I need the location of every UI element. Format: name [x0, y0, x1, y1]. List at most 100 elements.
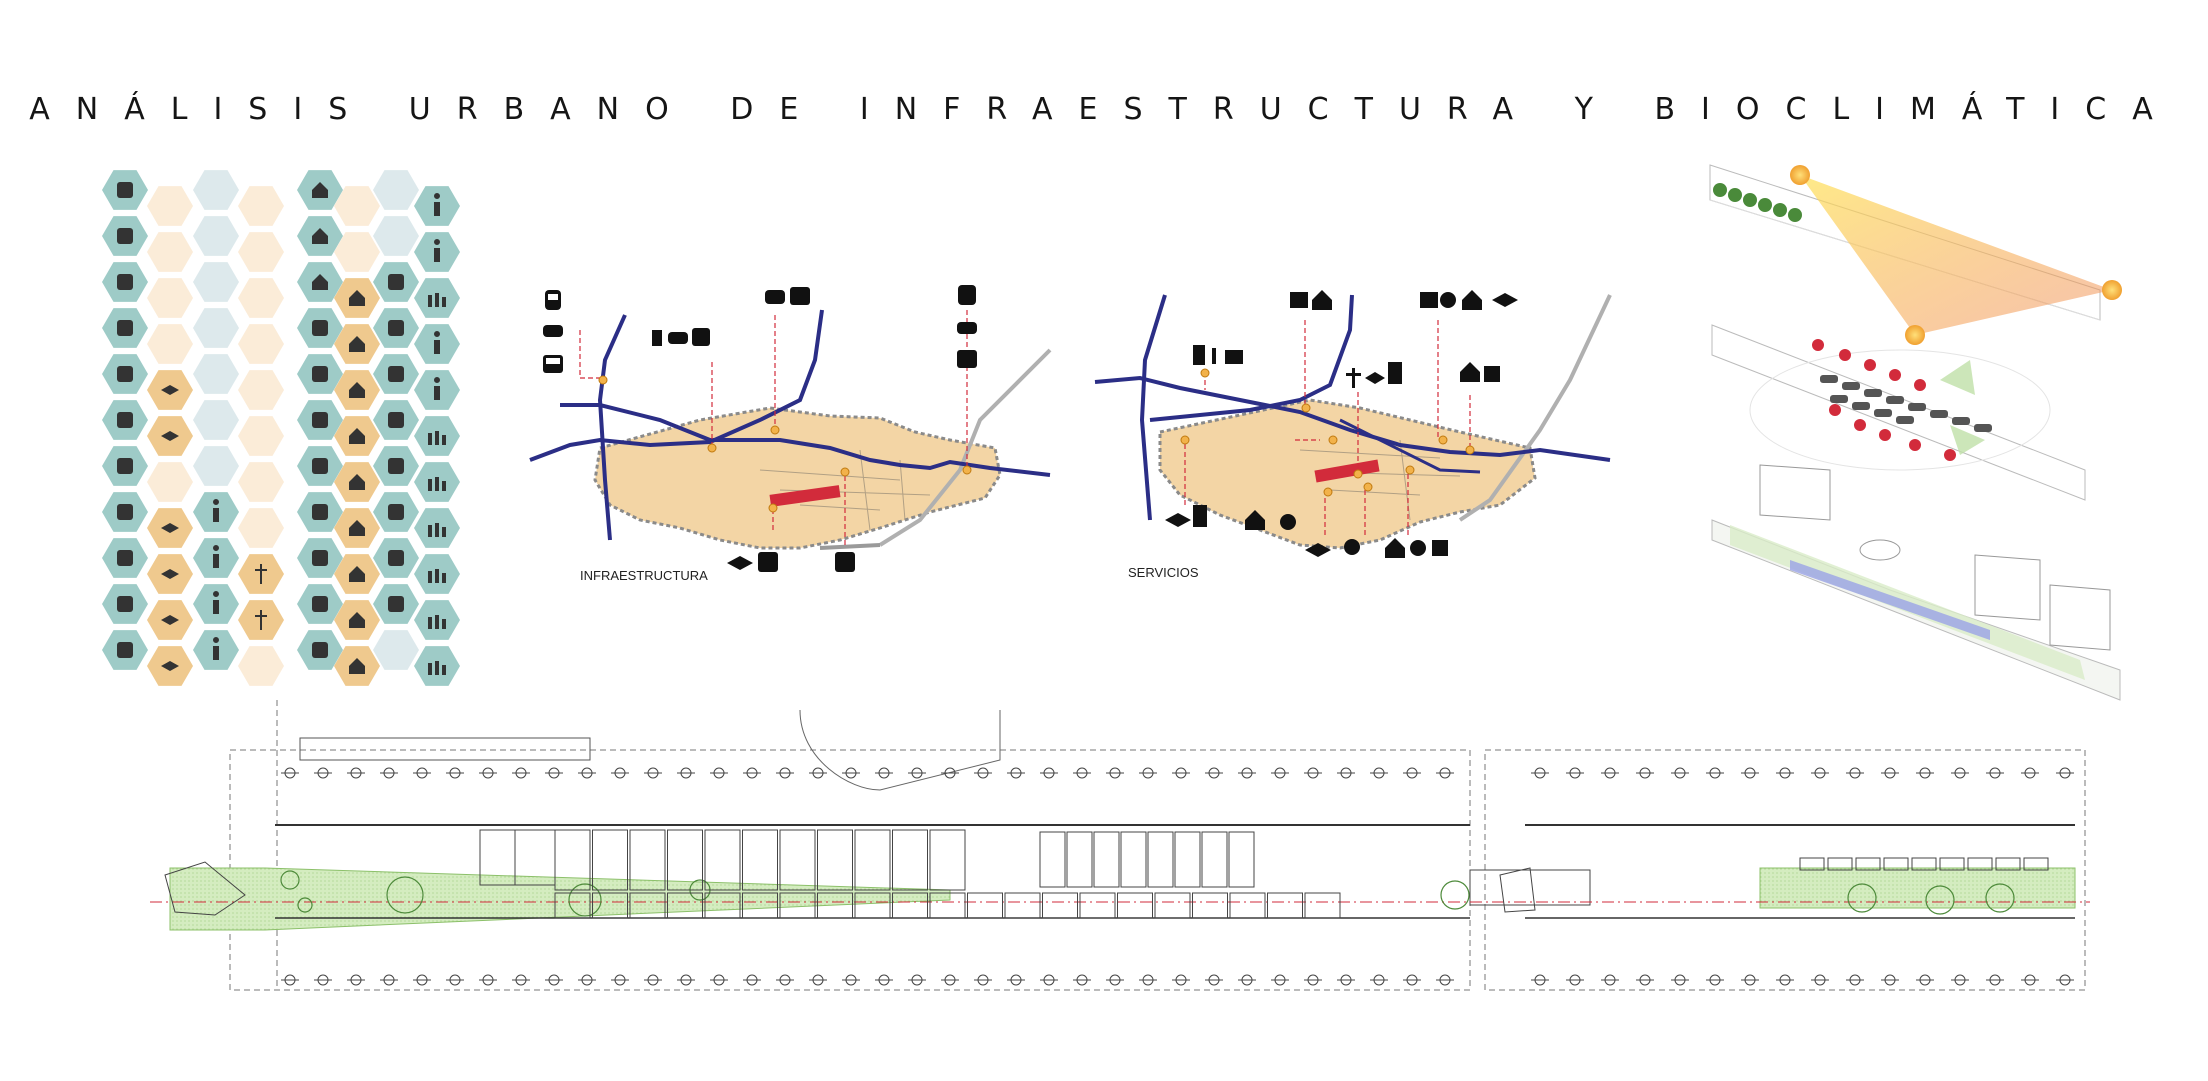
building-icon [312, 458, 328, 474]
hex-cell [238, 646, 284, 686]
shop-icon [388, 274, 404, 290]
shop-icon [388, 412, 404, 428]
house-icon [349, 658, 365, 674]
hex-cell [193, 262, 239, 302]
bus-icon [835, 552, 855, 572]
shop-icon [1290, 292, 1308, 308]
hex-cell [238, 416, 284, 456]
bioclimatic-axonometric [1709, 164, 2122, 701]
hex-cell [238, 508, 284, 548]
car-icon [765, 290, 785, 304]
dining-icon [1280, 514, 1296, 530]
hex-cell [373, 170, 419, 210]
dining-icon [1344, 539, 1360, 555]
bus-icon [117, 504, 133, 520]
house-icon [312, 182, 328, 198]
golfer-icon [213, 499, 219, 522]
person-icon [434, 377, 440, 400]
site-plan [150, 700, 2090, 991]
green-area [1759, 867, 2076, 909]
house-icon [349, 566, 365, 582]
graduation-cap-icon [161, 615, 179, 625]
study-area-polygon [593, 406, 1002, 550]
shop-icon [1420, 292, 1438, 308]
shop-icon [388, 550, 404, 566]
fuel-icon [117, 366, 133, 382]
dining-icon [1440, 292, 1456, 308]
house-icon [1460, 362, 1480, 382]
shop-icon [1432, 540, 1448, 556]
hex-cell [193, 446, 239, 486]
site-label-tag [769, 485, 841, 507]
bus-icon [117, 228, 133, 244]
house-icon [1462, 290, 1482, 310]
graduation-cap-icon [1305, 543, 1331, 557]
platform-strip [1790, 560, 1990, 640]
house-icon [349, 474, 365, 490]
graduation-cap-icon [161, 661, 179, 671]
train-icon [958, 285, 976, 305]
hex-cell [193, 354, 239, 394]
building-icon [312, 596, 328, 612]
plan-trees [280, 870, 2015, 917]
golfer-icon [213, 637, 219, 660]
bus-icon [117, 412, 133, 428]
car-icon [117, 320, 133, 336]
graduation-cap-icon [161, 569, 179, 579]
house-icon [349, 428, 365, 444]
hex-cell [238, 462, 284, 502]
shop-icon [1225, 350, 1243, 364]
hex-cell [334, 186, 380, 226]
shop-icon [388, 596, 404, 612]
tree-row [1713, 183, 1802, 222]
station-blocks [1820, 375, 1992, 432]
graduation-cap-icon [161, 431, 179, 441]
hex-cell [238, 370, 284, 410]
shop-icon [388, 458, 404, 474]
infrastructure-caption: INFRAESTRUCTURA [580, 568, 708, 583]
bus-icon [957, 350, 977, 368]
graduation-cap-icon [1165, 513, 1191, 527]
bus-icon [117, 458, 133, 474]
services-caption: SERVICIOS [1128, 565, 1199, 580]
hex-cell [193, 308, 239, 348]
fuel-icon [652, 330, 662, 346]
hex-cell [147, 278, 193, 318]
graduation-cap-icon [161, 385, 179, 395]
hex-cell [147, 462, 193, 502]
sun-path-fan [1800, 175, 2112, 335]
house-icon [312, 274, 328, 290]
building-icon [312, 550, 328, 566]
house-icon [312, 228, 328, 244]
wind-rose [1940, 360, 1985, 455]
site-label-tag [1314, 459, 1380, 483]
building-icon [312, 366, 328, 382]
main-road [1139, 294, 1167, 521]
car-icon [668, 332, 688, 344]
building-icon [1193, 345, 1205, 365]
bus-icon [117, 642, 133, 658]
main-road [1094, 375, 1611, 462]
building-icon [1388, 362, 1402, 384]
house-icon [349, 520, 365, 536]
cross-icon [1346, 368, 1361, 388]
car-icon [543, 325, 563, 337]
page-title: ANÁLISIS URBANO DE INFRAESTRUCTURA Y BIO… [29, 92, 2179, 127]
bus-icon [117, 274, 133, 290]
bus-icon [692, 328, 710, 346]
golfer-icon [1212, 348, 1216, 364]
car-icon [117, 550, 133, 566]
family-icon [428, 569, 446, 583]
hex-cell [193, 170, 239, 210]
shop-icon [388, 366, 404, 382]
golfer-icon [213, 545, 219, 568]
hex-cell [193, 216, 239, 256]
bus-icon [543, 355, 563, 373]
graduation-cap-icon [1365, 372, 1385, 384]
family-icon [428, 661, 446, 675]
house-icon [349, 382, 365, 398]
hex-cell [334, 232, 380, 272]
main-road [597, 314, 627, 541]
house-icon [1385, 538, 1405, 558]
